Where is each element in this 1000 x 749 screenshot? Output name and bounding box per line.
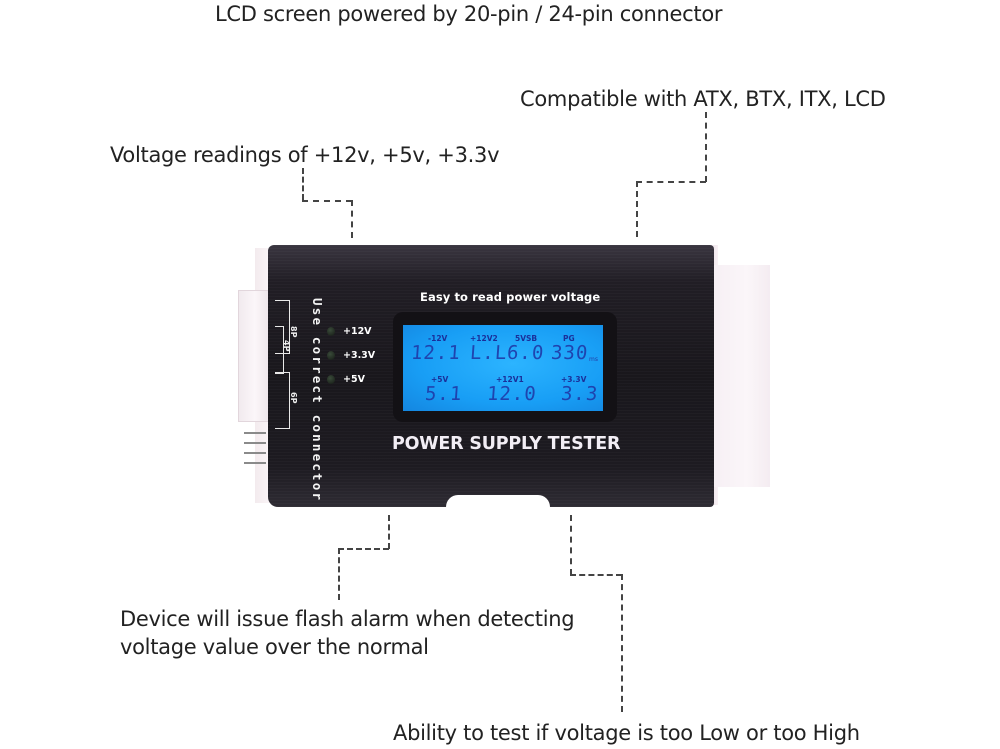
led-5v: +5V [327,374,365,385]
lcd-label-pg: PG [563,334,575,343]
tagline: Easy to read power voltage [420,290,601,304]
right-connector-socket [712,265,770,487]
led-indicator-icon [327,351,335,360]
device-title: POWER SUPPLY TESTER [392,434,621,454]
lcd-label-minus12v: -12V [428,334,448,343]
lcd-label-12v1: +12V1 [496,375,524,384]
lcd-value-12v2: L.L [469,342,509,364]
caption-compatible: Compatible with ATX, BTX, ITX, LCD [520,87,886,111]
lcd-value-5v: 5.1 [424,383,464,405]
lcd-unit-ms: ms [589,356,598,363]
lcd-screen: -12V +12V2 5VSB PG 12.1 L.L 6.0 330 ms +… [403,325,603,411]
led-12v: +12V [327,326,372,337]
bracket-label-4p: 4P [282,340,291,352]
bracket-4p [275,326,284,374]
led-label: +3.3V [343,350,376,361]
lcd-label-12v2: +12V2 [470,334,498,343]
fdd-connector-pins [244,432,266,472]
caption-lcd-powered: LCD screen powered by 20-pin / 24-pin co… [215,2,723,26]
caption-voltage-readings: Voltage readings of +12v, +5v, +3.3v [110,143,500,167]
use-correct-connector-label: Use correct connector [310,298,325,503]
bracket-label-8p: 8P [289,326,298,338]
bracket-8p [275,300,290,354]
lcd-value-pg: 330 [550,342,590,364]
caption-flash-alarm-line1: Device will issue flash alarm when detec… [120,607,575,631]
lcd-value-3-3v: 3.3 [560,383,600,405]
led-3-3v: +3.3V [327,350,375,361]
caption-flash-alarm-line2: voltage value over the normal [120,635,429,659]
caption-low-high: Ability to test if voltage is too Low or… [393,721,860,745]
led-label: +12V [343,326,372,337]
led-label: +5V [343,374,365,385]
led-indicator-icon [327,375,335,384]
bracket-label-6p: 6P [289,392,298,404]
lcd-label-5vsb: 5VSB [515,334,538,343]
lcd-value-12v1: 12.0 [486,383,538,405]
atx-connector-socket [238,290,272,422]
bracket-6p [275,372,290,429]
device-bottom-notch [446,495,550,515]
lcd-label-3-3v: +3.3V [561,375,587,384]
lcd-value-5vsb: 6.0 [506,342,546,364]
lcd-label-5v: +5V [431,375,449,384]
lcd-value-minus12v: 12.1 [410,342,462,364]
led-indicator-icon [327,327,335,336]
